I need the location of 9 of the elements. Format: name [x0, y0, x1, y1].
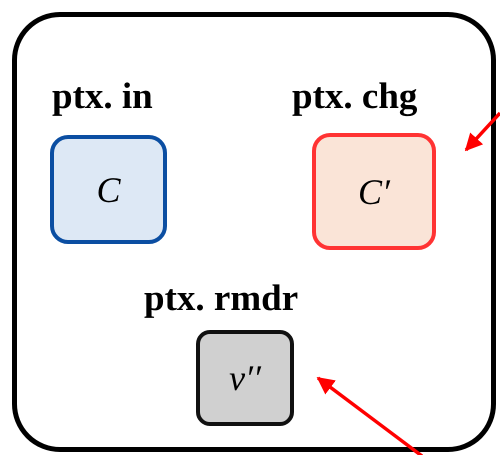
- variable-symbol: v′′: [229, 360, 261, 396]
- group-heading: ptx. chg: [292, 78, 418, 115]
- arrow: [316, 376, 424, 455]
- group-heading: ptx. in: [52, 78, 153, 115]
- arrow: [464, 112, 500, 152]
- container-box: [12, 12, 496, 452]
- group-heading: ptx. rmdr: [144, 280, 298, 317]
- variable-symbol: C: [96, 172, 120, 208]
- variable-symbol: C′: [358, 174, 390, 210]
